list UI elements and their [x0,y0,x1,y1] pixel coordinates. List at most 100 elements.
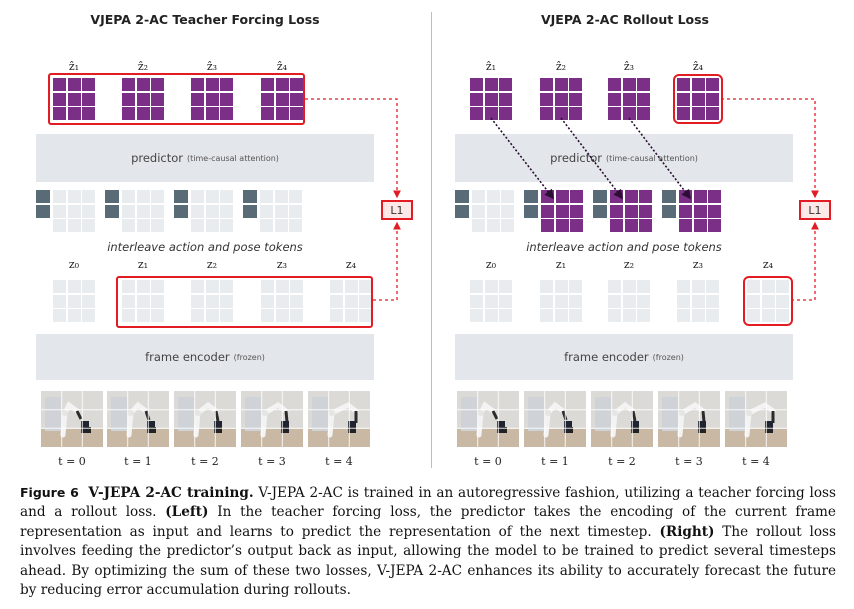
figure-label: Figure 6 [20,485,79,500]
left_panel-action-tokens-2 [174,190,188,218]
right_panel-z-label-3: z₃ [692,258,704,271]
left_panel-time-label-1: t = 1 [124,455,152,468]
right_panel-encoding-grid-4 [743,276,793,326]
panel-divider [431,12,432,468]
left_panel-pred-label-3: ẑ₃ [206,60,218,73]
left_panel-frame-3 [241,391,303,447]
left_panel-frame-4 [308,391,370,447]
left_panel-input-grid-0 [53,190,95,232]
caption-part3: The rollout loss involves feeding the pr… [20,523,837,599]
right_panel-encoder-note: (frozen) [652,352,684,362]
right_panel-pred-label-2: ẑ₂ [555,60,567,73]
caption-right-bold: (Right) [659,523,715,540]
left_panel-prediction-highlight [48,73,305,125]
caption-part1: V-JEPA 2-AC is trained in an autoregress… [20,485,836,521]
left_panel-encoding-grid-4 [330,280,372,322]
connector-overlay [305,98,819,301]
right_panel-encoder-box: frame encoder(frozen) [455,334,793,380]
left_panel-encoder-note: (frozen) [233,352,265,362]
left_panel-frame-1 [107,391,169,447]
right_panel-pred-label-4: ẑ₄ [692,60,704,73]
left_panel-encoding-grid-0 [53,280,95,322]
right-loss-connector [721,98,819,301]
right_panel-time-label-2: t = 2 [608,455,636,468]
right_panel-z-label-4: z₄ [762,258,774,271]
right_panel-time-label-0: t = 0 [474,455,502,468]
left_panel-predictor-label: predictor [131,151,184,165]
caption-part2: In the teacher forcing loss, the predict… [20,504,836,540]
right_panel-action-tokens-2 [593,190,607,218]
right_panel-predictor-box: predictor(time-causal attention) [455,134,793,182]
right_panel-frame-2 [591,391,653,447]
right_panel-encoding-grid-2 [608,280,650,322]
right_panel-prediction-grid-4 [673,74,723,124]
left_panel-encoding-grid-3 [261,280,303,322]
rollout-feedback-arrows [490,117,691,200]
right_panel-action-tokens-0 [455,190,469,218]
right_panel-predictor-note: (time-causal attention) [606,153,698,163]
left_panel-z-label-3: z₃ [276,258,288,271]
right_panel-z-label-2: z₂ [623,258,635,271]
right_panel-l1-loss-box: L1 [799,200,831,220]
right_panel-time-label-4: t = 4 [742,455,770,468]
figure-caption: Figure 6 V-JEPA 2-AC training. V-JEPA 2-… [20,483,836,600]
left_panel-encoder-box: frame encoder(frozen) [36,334,374,380]
left_panel-z-label-4: z₄ [345,258,357,271]
left_panel-encoder-label: frame encoder [145,350,230,364]
caption-title: V-JEPA 2-AC training. [88,485,254,501]
left_panel-frame-2 [174,391,236,447]
caption-left-bold: (Left) [165,504,209,521]
left_panel-action-tokens-3 [243,190,257,218]
left_panel-prediction-grid-2 [122,78,164,120]
left-loss-connector [305,98,401,301]
right_panel-encoding-grid-3 [677,280,719,322]
right_panel-frame-3 [658,391,720,447]
right_panel-prediction-grid-3 [608,78,650,120]
right_panel-pred-label-1: ẑ₁ [485,60,497,73]
left_panel-pred-label-4: ẑ₄ [276,60,288,73]
right_panel-action-tokens-3 [662,190,676,218]
right_panel-encoder-label: frame encoder [564,350,649,364]
left_panel-prediction-grid-3 [191,78,233,120]
left_panel-pred-label-1: ẑ₁ [68,60,80,73]
right_panel-input-grid-2 [610,190,652,232]
left_panel-prediction-grid-1 [53,78,95,120]
left_panel-action-tokens-1 [105,190,119,218]
left_panel-z-label-0: z₀ [68,258,80,271]
right_panel-predictor-label: predictor [550,151,603,165]
left_panel-z-label-1: z₁ [137,258,149,271]
left_panel-predictor-box: predictor(time-causal attention) [36,134,374,182]
right_panel-frame-4 [725,391,787,447]
right_panel-input-grid-1 [541,190,583,232]
right_panel-prediction-grid-2 [540,78,582,120]
left-panel-title: VJEPA 2-AC Teacher Forcing Loss [90,12,320,27]
right_panel-frame-0 [457,391,519,447]
right_panel-interleave-label: interleave action and pose tokens [526,240,722,254]
left_panel-predictor-note: (time-causal attention) [187,153,279,163]
right_panel-input-grid-0 [472,190,514,232]
right_panel-pred-label-3: ẑ₃ [623,60,635,73]
right_panel-frame-1 [524,391,586,447]
left_panel-encoding-grid-2 [191,280,233,322]
left_panel-input-grid-2 [191,190,233,232]
left_panel-time-label-3: t = 3 [258,455,286,468]
right_panel-z-label-0: z₀ [485,258,497,271]
right_panel-z-label-1: z₁ [555,258,567,271]
left_panel-l1-loss-box: L1 [381,200,413,220]
left_panel-z-label-2: z₂ [206,258,218,271]
right_panel-encoding-grid-0 [470,280,512,322]
right_panel-time-label-1: t = 1 [541,455,569,468]
right_panel-prediction-grid-1 [470,78,512,120]
left_panel-action-tokens-0 [36,190,50,218]
right-panel-title: VJEPA 2-AC Rollout Loss [540,12,710,27]
left_panel-time-label-0: t = 0 [58,455,86,468]
left_panel-time-label-2: t = 2 [191,455,219,468]
left_panel-time-label-4: t = 4 [325,455,353,468]
left_panel-target-highlight [116,276,373,328]
left_panel-encoding-grid-1 [122,280,164,322]
right_panel-action-tokens-1 [524,190,538,218]
left_panel-input-grid-3 [260,190,302,232]
left_panel-prediction-grid-4 [261,78,303,120]
left_panel-pred-label-2: ẑ₂ [137,60,149,73]
left_panel-input-grid-1 [122,190,164,232]
